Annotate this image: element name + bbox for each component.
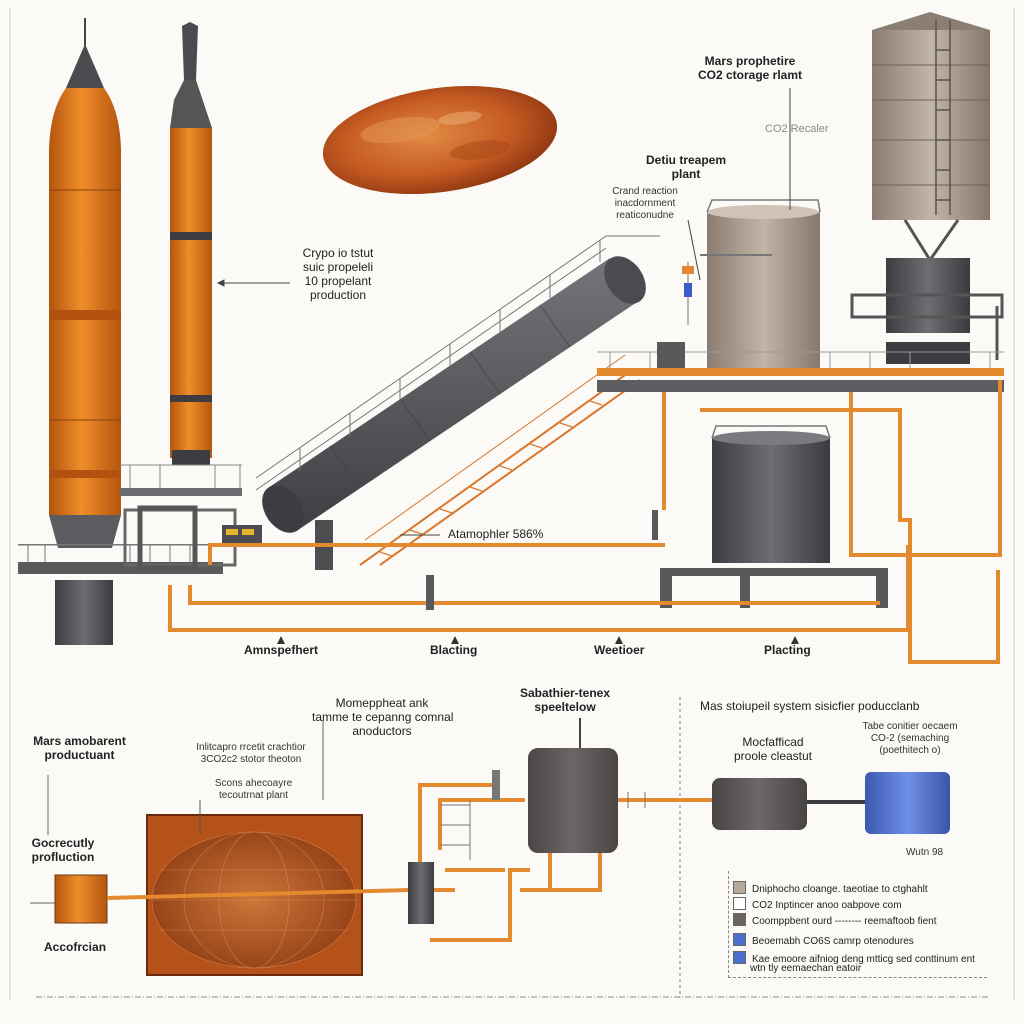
legend-item: CO2 Inptincer anoo oabpove com [733,897,902,911]
co2-recaler-label: CO2 Recaler [765,123,829,135]
legend-swatch [733,897,746,910]
tan-storage-tank [700,199,821,372]
slim-rocket [170,22,212,465]
modified-tank [712,778,865,830]
instrument-box [682,262,694,325]
wutn-label: Wutn 98 [906,847,944,858]
large-rocket [49,18,121,645]
legend-item: Coomppbent ourd -------- reemaftoob fien… [733,913,937,927]
atmosphere-label: Atamophler 586% [448,527,544,541]
sabatier-reactor [520,718,712,892]
bottom-label-b: Blacting [430,643,478,657]
ambient-intake-unit [30,775,108,924]
legend-swatch [733,913,746,926]
legend-item: wtn tly eemaechan eatoir [750,963,862,974]
top-pipes [168,380,1002,664]
mars-planet [322,85,558,195]
blue-tank [865,772,950,834]
upper-deck [597,342,1004,392]
bottom-label-a: Amnspefhert [244,643,319,657]
silo [850,12,1004,364]
inclined-tube [255,235,660,570]
legend-swatch [733,881,746,894]
reactor-box [146,800,363,976]
orange-staircase [359,354,641,566]
pipe-arrows [277,636,799,644]
legend: Dniphocho cloange. taeotiae to ctghahlt … [728,871,987,978]
bottom-label-c: Weetioer [594,643,645,657]
bottom-label-d: Placting [764,643,811,657]
legend-item: Dniphocho cloange. taeotiae to ctghahlt [733,881,928,895]
legend-swatch [733,951,746,964]
launch-platform [18,464,262,574]
legend-swatch [733,933,746,946]
accofrcian-label: Accofrcian [44,940,107,954]
reactor-tank [660,425,888,608]
system-title: Mas stoiupeil system sisicfier poducclan… [700,699,920,713]
legend-item: Beoemabh CO6S camrp otenodures [733,933,914,947]
valve-stack [408,770,530,942]
legend-item: Kae emoore aifniog deng mtticg sed contt… [733,951,975,965]
